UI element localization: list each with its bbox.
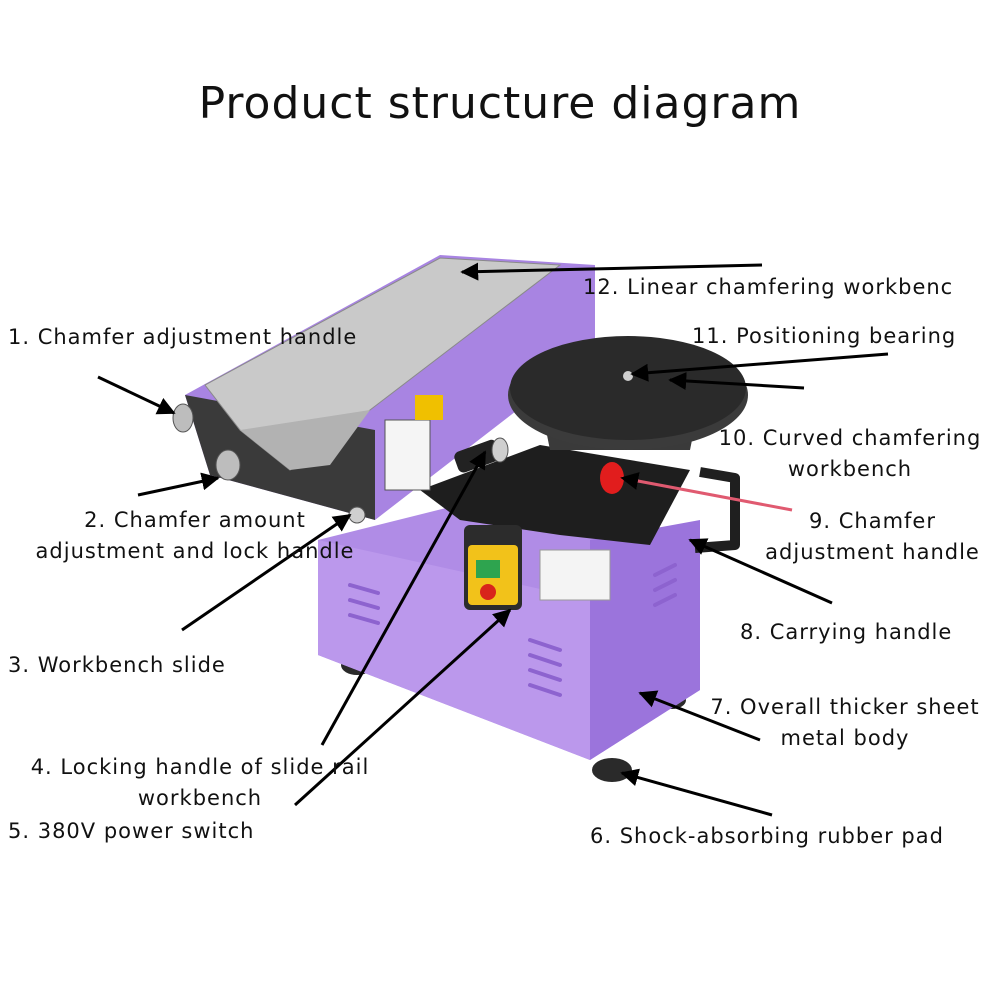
label-11: 11. Positioning bearing <box>692 324 957 348</box>
label-12: 12. Linear chamfering workbenc <box>583 275 954 299</box>
callout-arrow-red-handle <box>620 472 793 512</box>
diagram-title: Product structure diagram <box>198 78 802 129</box>
red-handle <box>600 462 624 494</box>
label-10: 10. Curved chamfering workbench <box>700 423 1000 485</box>
label-4: 4. Locking handle of slide rail workbenc… <box>5 752 395 814</box>
label-10-line-2: workbench <box>787 457 913 481</box>
label-2-line-1: 2. Chamfer amount <box>84 508 306 532</box>
label-7: 7. Overall thicker sheet metal body <box>690 692 1000 754</box>
label-7-line-1: 7. Overall thicker sheet <box>710 695 980 719</box>
label-9-line-2: adjustment handle <box>765 540 980 564</box>
top-plate <box>420 445 690 545</box>
label-2-line-2: adjustment and lock handle <box>35 539 355 563</box>
label-10-line-1: 10. Curved chamfering <box>718 426 982 450</box>
label-9-line-1: 9. Chamfer <box>809 509 936 533</box>
label-4-line-2: workbench <box>137 786 263 810</box>
label-4-line-1: 4. Locking handle of slide rail <box>30 755 370 779</box>
carrying-handle <box>694 467 740 553</box>
label-3: 3. Workbench slide <box>8 653 226 677</box>
label-6: 6. Shock-absorbing rubber pad <box>590 824 944 848</box>
label-7-line-2: metal body <box>780 726 910 750</box>
linear-workbench <box>185 255 595 520</box>
curved-workbench <box>508 336 748 450</box>
label-8: 8. Carrying handle <box>740 620 953 644</box>
label-1: 1. Chamfer adjustment handle <box>8 325 358 349</box>
label-9: 9. Chamfer adjustment handle <box>745 506 1000 568</box>
callout-arrows <box>97 262 889 817</box>
label-2: 2. Chamfer amount adjustment and lock ha… <box>0 505 390 567</box>
power-switch <box>464 525 522 610</box>
label-5: 5. 380V power switch <box>8 819 255 843</box>
